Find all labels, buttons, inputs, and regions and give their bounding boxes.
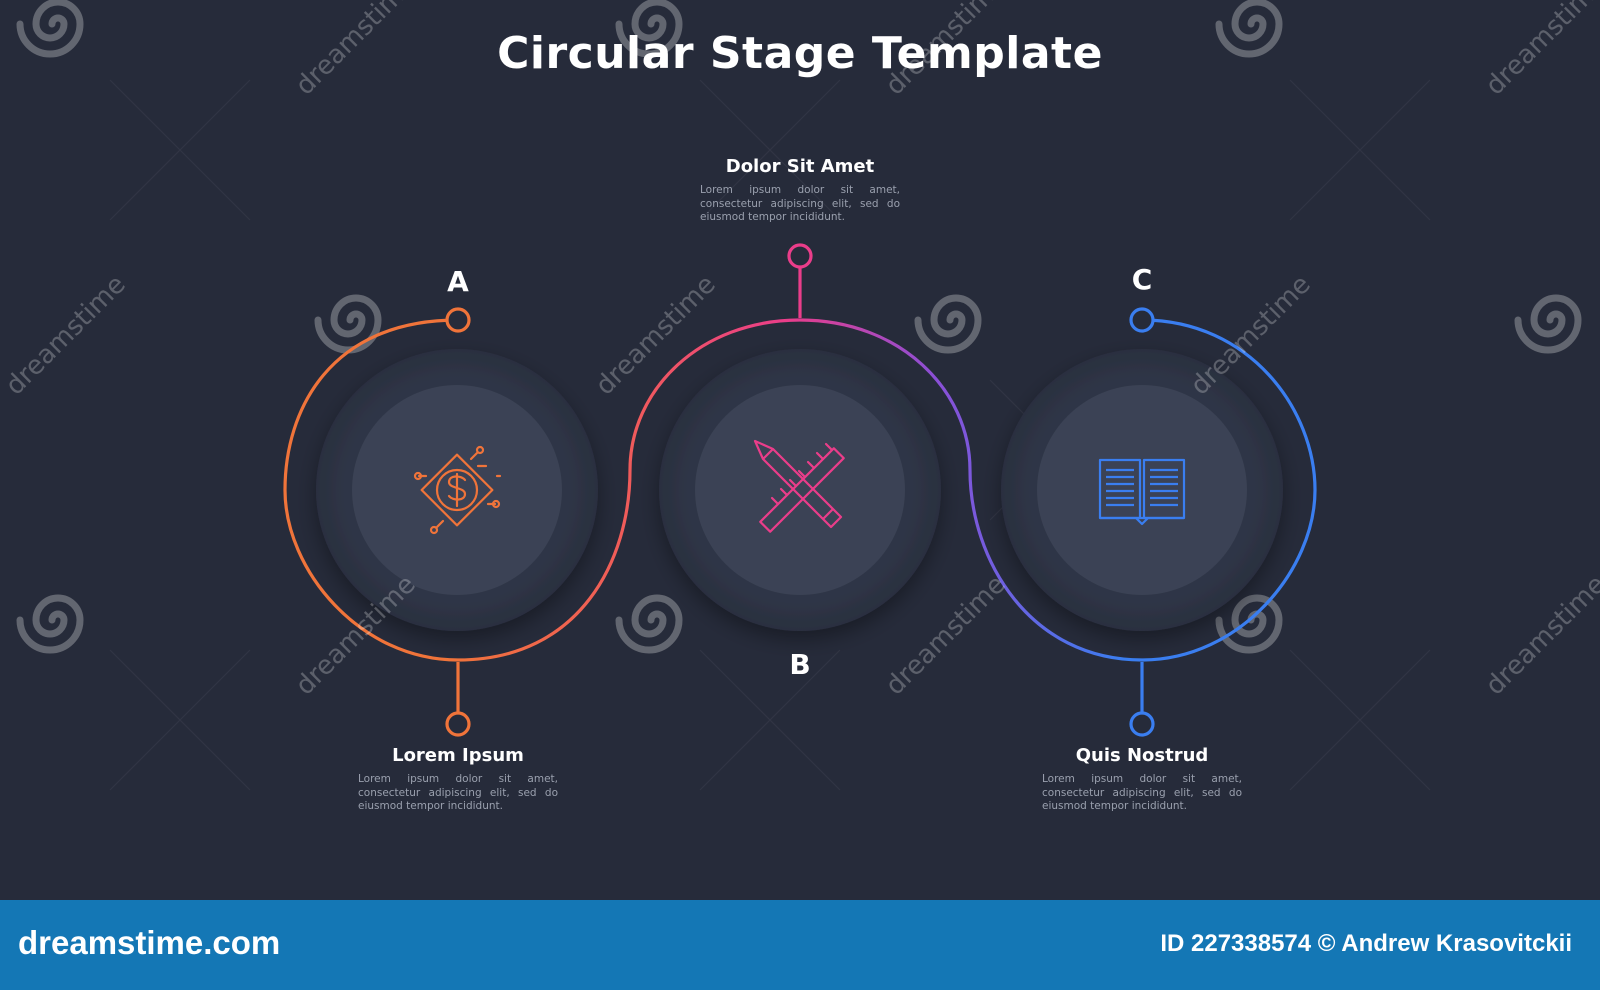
stage-a-title: Lorem Ipsum — [392, 745, 524, 766]
watermark-spirals — [16, 0, 1582, 654]
stage-c-disc — [1001, 349, 1283, 631]
stage-diagram — [16, 0, 1582, 791]
stage-b-text: Lorem ipsum dolor sit amet, consectetur … — [700, 184, 900, 223]
stage-a-top-pin — [445, 307, 471, 333]
footer-brand: dreamstime.com — [18, 924, 281, 961]
watermark-footer: dreamstime.com ID 227338574 © Andrew Kra… — [0, 900, 1600, 990]
page-title: Circular Stage Template — [497, 28, 1103, 79]
stage-b-letter: B — [789, 648, 811, 681]
stage-c-bottom-pin — [1129, 662, 1155, 737]
stage-b-title: Dolor Sit Amet — [725, 156, 875, 177]
pencil-ruler-icon — [753, 439, 845, 533]
stage-c-top-pin — [1129, 307, 1155, 333]
footer-credit: ID 227338574 © Andrew Krasovitckii — [1160, 930, 1572, 957]
stage-c-title: Quis Nostrud — [1075, 745, 1209, 766]
stage-c-text: Lorem ipsum dolor sit amet, consectetur … — [1042, 773, 1242, 812]
stage-a-bottom-pin — [445, 662, 471, 737]
dollar-circuit-icon — [413, 445, 502, 535]
stage-connector-curve — [283, 318, 1317, 662]
stage-a-letter: A — [447, 265, 469, 298]
open-book-icon — [1098, 458, 1186, 526]
stage-c-letter: C — [1131, 263, 1153, 296]
stage-b-top-pin — [787, 243, 813, 318]
stage-a-text: Lorem ipsum dolor sit amet, consectetur … — [358, 773, 558, 812]
stage-b-disc — [659, 349, 941, 631]
